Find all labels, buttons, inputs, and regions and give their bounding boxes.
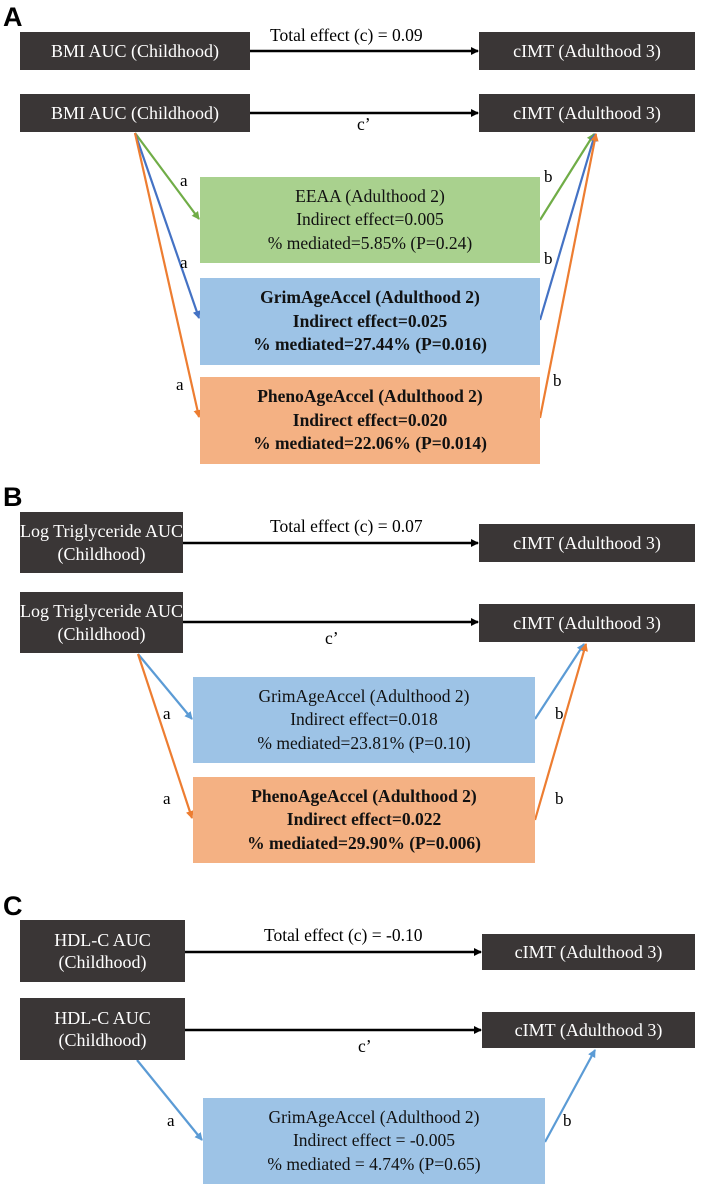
mediator-percent-mediated: % mediated=22.06% (P=0.014) [253, 433, 487, 454]
c-grimage-path-a-arrow [136, 1059, 203, 1141]
c-direct-effect-label: c’ [358, 1036, 372, 1056]
mediator-indirect-effect: Indirect effect=0.022 [286, 809, 442, 830]
a-exposure-text: BMI AUC (Childhood) [50, 102, 219, 123]
a-phenoage-path-b-label: b [553, 371, 562, 390]
a-mediator-eeaa: EEAA (Adulthood 2) Indirect effect=0.005… [200, 177, 540, 263]
b-exposure-line1: Log Triglyceride AUC [20, 521, 184, 541]
a-total-effect-label: Total effect (c) = 0.09 [270, 25, 423, 45]
b-total-effect-label: Total effect (c) = 0.07 [270, 516, 423, 536]
a-grimage-path-b-label: b [544, 249, 553, 268]
mediator-indirect-effect: Indirect effect=0.025 [292, 310, 448, 331]
a-direct-effect-label: c’ [357, 114, 371, 134]
a-mediator-grimage: GrimAgeAccel (Adulthood 2) Indirect effe… [200, 278, 540, 365]
a-grimage-path-a-label: a [180, 253, 188, 272]
c-outcome-text: cIMT (Adulthood 3) [514, 1019, 663, 1040]
b-mediator-phenoage: PhenoAgeAccel (Adulthood 2) Indirect eff… [193, 777, 535, 863]
a-mediator-phenoage: PhenoAgeAccel (Adulthood 2) Indirect eff… [200, 377, 540, 464]
a-eeaa-path-b-label: b [544, 167, 553, 186]
b-outcome-text: cIMT (Adulthood 3) [513, 532, 661, 553]
mediator-percent-mediated: % mediated = 4.74% (P=0.65) [267, 1153, 481, 1174]
c-total-effect-label: Total effect (c) = -0.10 [264, 925, 423, 945]
c-exposure-line1: HDL-C AUC [54, 1007, 151, 1028]
a-phenoage-path-b-arrow [538, 133, 599, 419]
c-mediator-grimage: GrimAgeAccel (Adulthood 2) Indirect effe… [203, 1098, 545, 1184]
a-phenoage-path-a-arrow [133, 132, 202, 418]
a-exposure-box-total: BMI AUC (Childhood) [20, 32, 250, 70]
a-outcome-text: cIMT (Adulthood 3) [513, 102, 661, 123]
a-grimage-path-b-arrow [538, 133, 597, 321]
c-grimage-path-b-arrow [544, 1049, 596, 1143]
mediator-percent-mediated: % mediated=29.90% (P=0.006) [247, 832, 481, 853]
mediator-name: PhenoAgeAccel (Adulthood 2) [251, 785, 477, 806]
mediator-indirect-effect: Indirect effect=0.020 [292, 409, 448, 430]
a-outcome-box-total: cIMT (Adulthood 3) [479, 32, 695, 70]
b-grimage-path-b-label: b [555, 704, 564, 723]
b-phenoage-path-b-arrow [533, 643, 588, 821]
b-outcome-box-total: cIMT (Adulthood 3) [479, 524, 695, 562]
mediator-indirect-effect: Indirect effect = -0.005 [292, 1130, 456, 1151]
b-outcome-box-direct: cIMT (Adulthood 3) [479, 604, 695, 642]
c-grimage-path-b-label: b [563, 1111, 572, 1130]
b-grimage-path-a-label: a [163, 704, 171, 723]
panel-a-label: A [3, 2, 23, 32]
mediator-name: PhenoAgeAccel (Adulthood 2) [257, 386, 483, 407]
b-exposure-line2: (Childhood) [57, 543, 146, 564]
b-grimage-path-b-arrow [534, 643, 585, 720]
c-exposure-line1: HDL-C AUC [54, 929, 151, 950]
b-exposure-line1: Log Triglyceride AUC [20, 601, 184, 621]
c-exposure-box-direct: HDL-C AUC (Childhood) [20, 998, 185, 1060]
b-phenoage-path-a-arrow [136, 653, 194, 819]
a-exposure-text: BMI AUC (Childhood) [50, 40, 219, 61]
a-outcome-box-direct: cIMT (Adulthood 3) [479, 94, 695, 132]
mediator-indirect-effect: Indirect effect=0.018 [290, 709, 438, 730]
panel-c-label: C [3, 891, 23, 921]
a-phenoage-path-a-label: a [176, 375, 184, 394]
c-exposure-line2: (Childhood) [58, 952, 147, 972]
a-eeaa-path-a-arrow [134, 132, 200, 220]
mediator-name: GrimAgeAccel (Adulthood 2) [260, 287, 480, 308]
c-exposure-line2: (Childhood) [58, 1030, 147, 1050]
a-grimage-path-a-arrow [133, 132, 201, 319]
panel-b-label: B [3, 482, 23, 512]
b-exposure-box-total: Log Triglyceride AUC (Childhood) [20, 512, 183, 573]
c-exposure-box-total: HDL-C AUC (Childhood) [20, 920, 185, 982]
mediator-name: GrimAgeAccel (Adulthood 2) [268, 1106, 480, 1127]
b-mediator-grimage: GrimAgeAccel (Adulthood 2) Indirect effe… [193, 677, 535, 763]
c-outcome-box-direct: cIMT (Adulthood 3) [482, 1012, 695, 1048]
b-phenoage-path-b-label: b [555, 789, 564, 808]
b-direct-effect-label: c’ [325, 628, 339, 648]
a-exposure-box-direct: BMI AUC (Childhood) [20, 94, 250, 132]
mediator-percent-mediated: % mediated=27.44% (P=0.016) [253, 334, 487, 355]
b-exposure-line2: (Childhood) [57, 623, 146, 644]
c-outcome-box-total: cIMT (Adulthood 3) [482, 934, 695, 970]
b-outcome-text: cIMT (Adulthood 3) [513, 612, 661, 633]
a-eeaa-path-b-arrow [539, 133, 595, 221]
mediator-indirect-effect: Indirect effect=0.005 [296, 209, 444, 230]
b-exposure-box-direct: Log Triglyceride AUC (Childhood) [20, 592, 183, 653]
mediator-percent-mediated: % mediated=23.81% (P=0.10) [257, 732, 471, 753]
a-outcome-text: cIMT (Adulthood 3) [513, 40, 661, 61]
mediator-percent-mediated: % mediated=5.85% (P=0.24) [267, 232, 473, 253]
c-outcome-text: cIMT (Adulthood 3) [514, 941, 663, 962]
a-eeaa-path-a-label: a [180, 171, 188, 190]
c-grimage-path-a-label: a [167, 1111, 175, 1130]
b-phenoage-path-a-label: a [163, 789, 171, 808]
mediator-name: EEAA (Adulthood 2) [295, 185, 445, 206]
mediator-name: GrimAgeAccel (Adulthood 2) [258, 685, 470, 706]
b-grimage-path-a-arrow [137, 653, 193, 720]
